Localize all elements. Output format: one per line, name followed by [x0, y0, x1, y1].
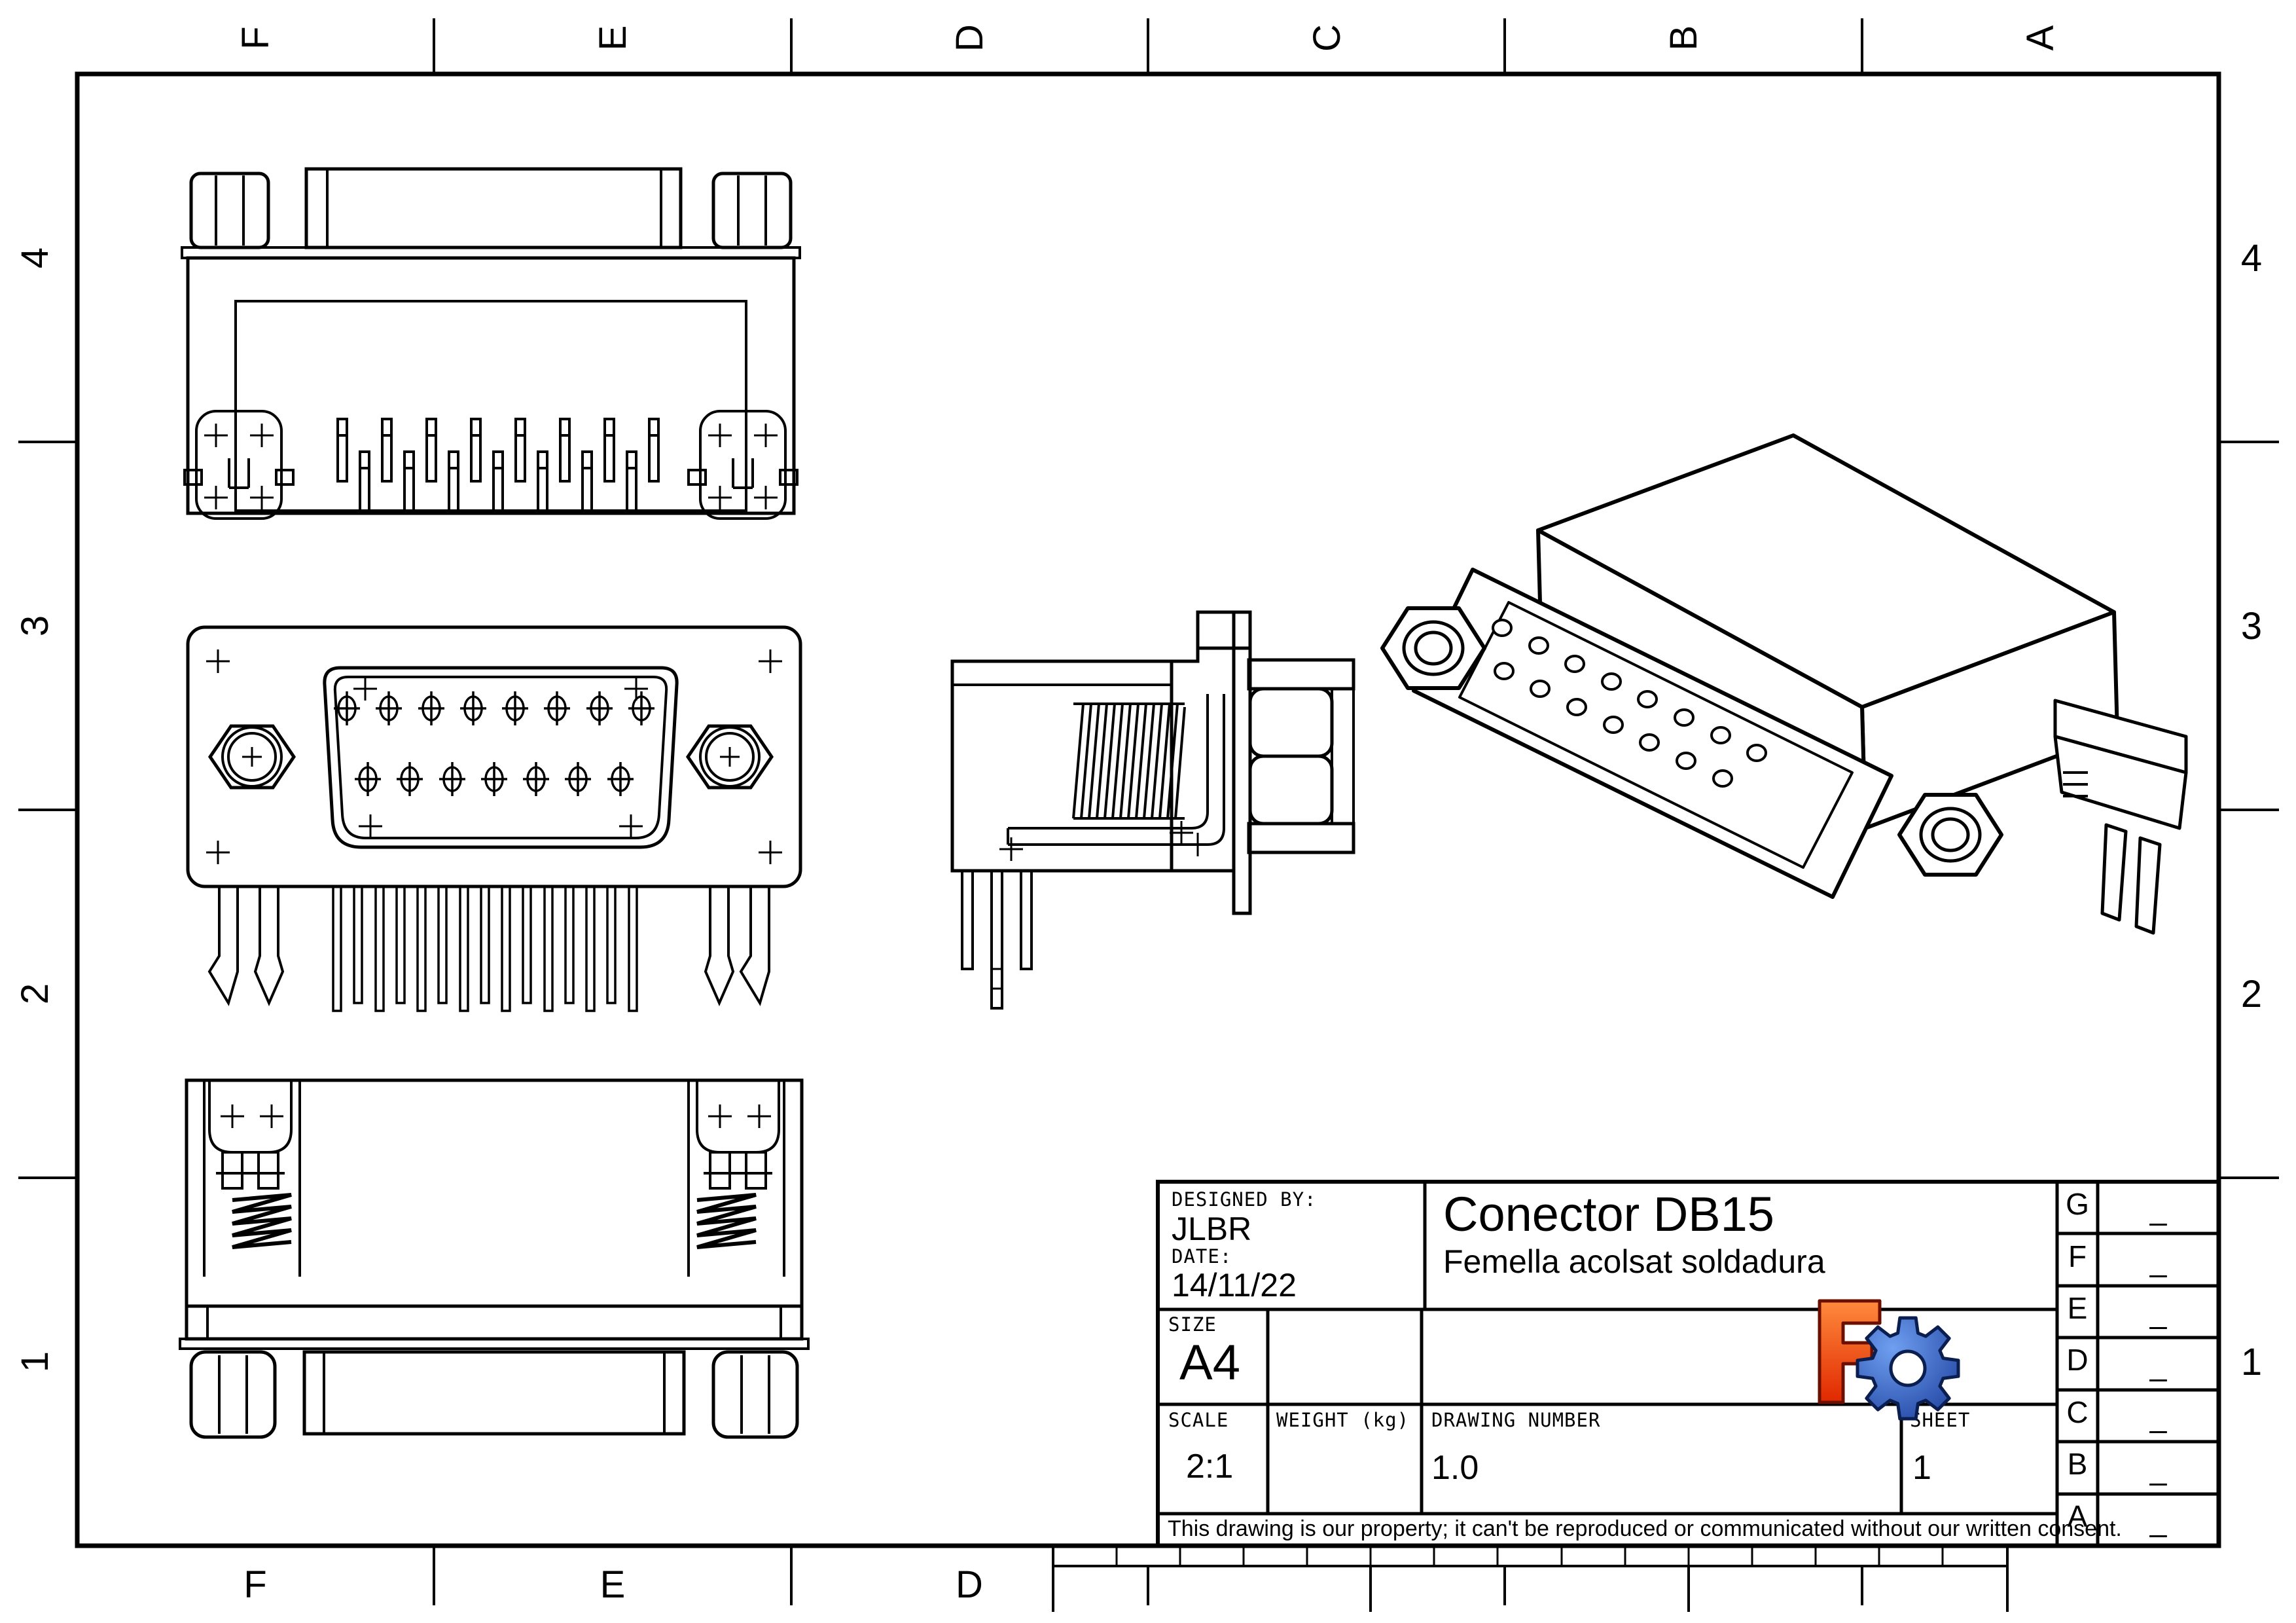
size-label: SIZE — [1168, 1313, 1217, 1336]
date-value: 14/11/22 — [1172, 1267, 1297, 1304]
view-front — [186, 625, 802, 1012]
disclaimer-text: This drawing is our property; it can't b… — [1168, 1516, 2122, 1541]
border-bottom-letter: D — [956, 1563, 983, 1606]
size-value: A4 — [1179, 1335, 1240, 1391]
view-top — [181, 167, 801, 520]
view-bottom — [179, 1078, 810, 1439]
border-right-number: 4 — [2240, 236, 2263, 280]
logo-gear-hole — [1889, 1349, 1927, 1387]
border-right-number: 3 — [2240, 604, 2263, 647]
date-label: DATE: — [1172, 1245, 1232, 1267]
revision-row-dash: _ — [2149, 1452, 2167, 1486]
drawing-number-value: 1.0 — [1431, 1449, 1479, 1487]
revision-row-letter: F — [2068, 1239, 2087, 1273]
designed-by-label: DESIGNED BY: — [1172, 1188, 1317, 1211]
revision-row-letter: A — [2067, 1499, 2088, 1533]
border-top-letter: F — [234, 26, 277, 50]
border-right-number: 1 — [2240, 1340, 2263, 1383]
border-left-number: 2 — [13, 983, 56, 1005]
border-right-number: 2 — [2240, 972, 2263, 1015]
revision-row-dash: _ — [2149, 1244, 2167, 1278]
drawing-number-label: DRAWING NUMBER — [1431, 1409, 1601, 1431]
revision-row-dash: _ — [2149, 1296, 2167, 1330]
designed-by-value: JLBR — [1172, 1211, 1252, 1247]
revision-row-letter: G — [2066, 1187, 2089, 1221]
border-top-letter: C — [1305, 24, 1348, 52]
drawing-subtitle: Femella acolsat soldadura — [1443, 1243, 1825, 1280]
revision-row-dash: _ — [2149, 1348, 2167, 1382]
border-bottom-letter: E — [600, 1563, 626, 1606]
border-top-letter: E — [591, 25, 634, 51]
border-left-number: 1 — [13, 1351, 56, 1373]
border-left-number: 4 — [13, 247, 56, 269]
revision-row-letter: D — [2066, 1343, 2089, 1377]
sheet-value: 1 — [1912, 1449, 1931, 1487]
scale-label: SCALE — [1168, 1409, 1229, 1431]
border-bottom-letter: F — [243, 1563, 267, 1606]
border-left-number: 3 — [13, 615, 56, 637]
border-top-letter: B — [1662, 25, 1705, 51]
drawing-title: Conector DB15 — [1443, 1187, 1774, 1241]
view-side — [950, 610, 1355, 1010]
freecad-logo — [1818, 1299, 1960, 1421]
logo-f-glyph — [1818, 1299, 1882, 1404]
revision-row-letter: E — [2067, 1291, 2088, 1325]
view-isometric — [1380, 433, 2188, 935]
revision-row-letter: B — [2067, 1447, 2088, 1481]
revision-row-dash: _ — [2149, 1504, 2167, 1538]
sheet-label: SHEET — [1910, 1409, 1971, 1431]
border-top-letter: D — [948, 24, 991, 52]
revision-row-dash: _ — [2149, 1192, 2167, 1226]
revision-row-letter: C — [2066, 1395, 2089, 1429]
weight-label: WEIGHT (kg) — [1276, 1409, 1410, 1431]
border-top-letter: A — [2018, 25, 2062, 51]
scale-value: 2:1 — [1186, 1448, 1234, 1486]
revision-row-dash: _ — [2149, 1400, 2167, 1434]
